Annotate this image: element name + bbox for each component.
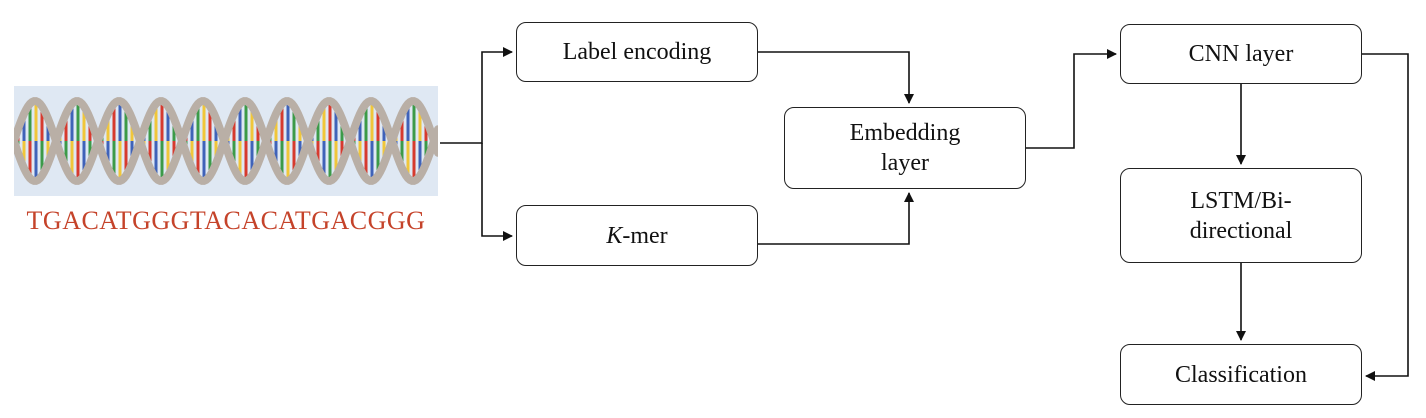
lstm-bidirectional-box: LSTM/Bi- directional: [1120, 168, 1362, 263]
dna-sequence-text: TGACATGGGTACACATGACGGG: [26, 206, 426, 235]
embedding-layer-label: Embedding layer: [849, 120, 961, 176]
cnn-layer-box: CNN layer: [1120, 24, 1362, 84]
classification-label: Classification: [1175, 361, 1307, 388]
dna-backbone-strand-2: [14, 97, 438, 185]
connector-kmer-to-embedding: [758, 192, 914, 245]
connector-embedding-to-cnn: [1026, 49, 1117, 149]
cnn-layer-label: CNN layer: [1188, 41, 1294, 67]
kmer-italic-k: K: [606, 222, 623, 249]
kmer-box: K-mer: [516, 205, 758, 266]
embedding-layer-box: Embedding layer: [784, 107, 1026, 189]
kmer-label: K-mer: [606, 221, 667, 251]
kmer-suffix: -mer: [622, 222, 668, 249]
connector-dna-split: [440, 47, 513, 144]
classification-box: Classification: [1120, 344, 1362, 405]
label-encoding-label: Label encoding: [562, 39, 712, 65]
lstm-bidirectional-label: LSTM/Bi- directional: [1189, 187, 1293, 244]
label-encoding-box: Label encoding: [516, 22, 758, 82]
dna-helix-image: [14, 86, 438, 196]
dna-helix-graphic: [14, 97, 438, 185]
connector-cnn-bypass-to-classification: [1362, 53, 1409, 381]
connector-split-kmer: [481, 143, 513, 241]
connector-label-to-embedding: [758, 51, 914, 104]
